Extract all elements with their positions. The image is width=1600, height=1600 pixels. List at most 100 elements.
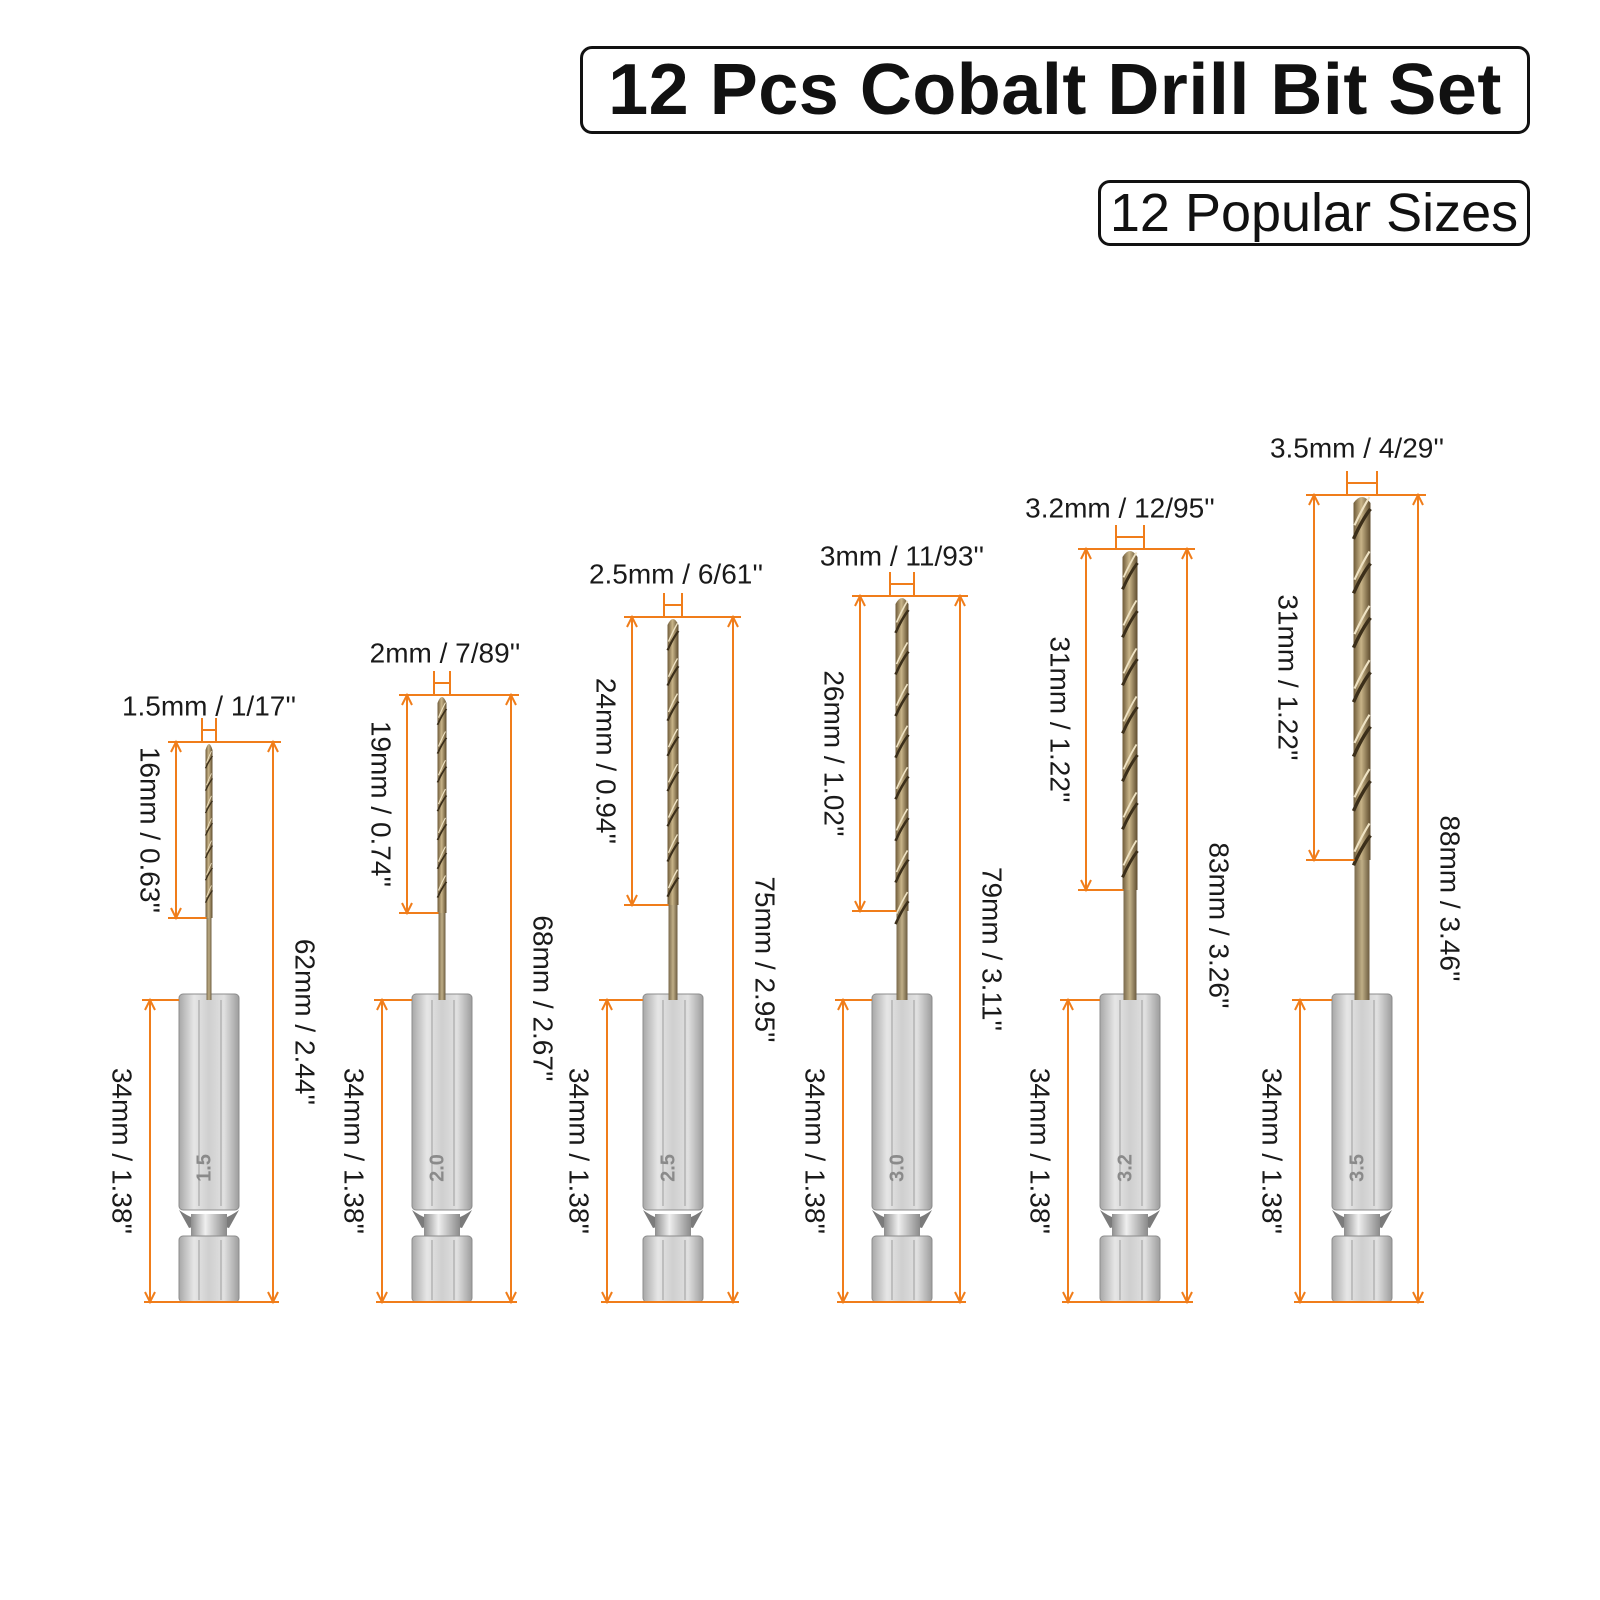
flute-helix (666, 806, 680, 827)
flute-highlight (1122, 647, 1138, 674)
flute-highlight (1122, 839, 1138, 866)
drill-bit-3-2: 3.23.2mm / 12/95''31mm / 1.22''34mm / 1.… (1025, 492, 1235, 1305)
flute-highlight (1353, 768, 1371, 798)
total-length-label: 68mm / 2.67'' (528, 915, 559, 1081)
flute-highlight (895, 808, 909, 831)
flute-dimension (170, 739, 182, 921)
drill-rod (206, 916, 212, 1000)
flute-helix (1351, 616, 1372, 649)
flute-highlight (1353, 822, 1371, 853)
hex-shank-end (1099, 1235, 1161, 1303)
flute-helix (1351, 779, 1372, 812)
shank-dimension (1294, 997, 1306, 1305)
flute-highlight (1122, 551, 1138, 578)
flute-highlight (206, 840, 212, 853)
flute-helix (1351, 834, 1372, 867)
flute-highlight (1353, 659, 1371, 689)
flute-highlight (437, 759, 446, 776)
flute-helix (1121, 802, 1139, 831)
flute-helix (436, 737, 448, 755)
flute-helix (894, 858, 910, 884)
total-dimension (505, 692, 517, 1305)
flute-helix (666, 630, 680, 651)
flute-length-label: 24mm / 0.94'' (591, 678, 622, 844)
flute-helix (1351, 507, 1372, 540)
flute-length-label: 19mm / 0.74'' (366, 721, 397, 887)
flute-highlight (895, 683, 909, 707)
flute-helix (204, 845, 214, 859)
flute-helix (894, 692, 910, 717)
drill-rod (1354, 858, 1370, 1000)
arrow-head-up (1412, 492, 1424, 506)
flute-highlight (1122, 743, 1138, 770)
flute-helix (436, 881, 448, 899)
product-title: 12 Pcs Cobalt Drill Bit Set (580, 46, 1530, 134)
flute-highlight (206, 862, 212, 875)
flute-helix (436, 766, 448, 783)
flute-helix (204, 867, 214, 881)
diameter-label: 2mm / 7/89'' (370, 637, 521, 668)
flute-highlight (206, 795, 212, 808)
arrow-head-down (1080, 879, 1092, 893)
arrow-head-up (1080, 546, 1092, 560)
flute-dimension (1080, 546, 1092, 893)
flute-highlight (667, 622, 679, 642)
flute-helix (894, 900, 910, 925)
flute-dimension (626, 614, 638, 908)
total-dimension (954, 593, 966, 1305)
shank-length-label: 34mm / 1.38'' (564, 1068, 595, 1234)
flute-highlight (206, 885, 212, 898)
diameter-label: 3.5mm / 4/29'' (1270, 432, 1444, 463)
flute-highlight (437, 817, 446, 834)
flute-highlight (667, 763, 679, 783)
arrow-head-down (170, 907, 182, 921)
total-dimension (1412, 492, 1424, 1305)
flute-helix (1121, 610, 1139, 639)
total-dimension (1181, 546, 1193, 1305)
total-length-label: 62mm / 2.44'' (290, 939, 321, 1105)
flute-helix (894, 817, 910, 842)
flute-highlight (437, 846, 446, 862)
flute-highlight (1353, 496, 1371, 526)
shank-length-label: 34mm / 1.38'' (800, 1068, 831, 1234)
flute-helix (204, 800, 214, 814)
size-marking: 3.0 (886, 1154, 908, 1182)
flute-helix (1121, 658, 1139, 687)
flute-length-label: 16mm / 0.63'' (135, 747, 166, 913)
hex-shank-end (871, 1235, 933, 1303)
total-length-label: 79mm / 3.11'' (977, 867, 1008, 1031)
diameter-label: 3.2mm / 12/95'' (1025, 492, 1215, 523)
flute-highlight (1122, 791, 1138, 818)
shank-length-label: 34mm / 1.38'' (107, 1068, 138, 1234)
flute-helix (666, 771, 680, 792)
shank-length-label: 34mm / 1.38'' (1257, 1068, 1288, 1234)
drill-bit-2-5: 2.52.5mm / 6/61''24mm / 0.94''34mm / 1.3… (564, 558, 781, 1305)
flute-highlight (667, 658, 679, 678)
flute-helix (894, 609, 910, 634)
flute-helix (1121, 562, 1139, 591)
shank-dimension (601, 997, 613, 1305)
drill-bit-3-5: 3.53.5mm / 4/29''31mm / 1.22''34mm / 1.3… (1257, 432, 1466, 1305)
flute-helix (894, 775, 910, 800)
flute-length-label: 26mm / 1.02'' (819, 670, 850, 836)
flute-highlight (667, 869, 679, 889)
flute-highlight (895, 891, 909, 915)
shank-dimension (1062, 997, 1074, 1305)
arrow-head-up (1181, 546, 1193, 560)
flute-dimension (401, 692, 413, 916)
flute-highlight (1122, 695, 1138, 722)
flute-helix (666, 700, 680, 722)
flute-highlight (895, 600, 909, 623)
fluted-section (667, 619, 679, 905)
flute-helix (1351, 671, 1372, 703)
flute-highlight (1353, 550, 1371, 581)
hex-shank-end (1331, 1235, 1393, 1303)
fluted-section (437, 697, 447, 913)
flute-highlight (437, 875, 446, 891)
total-dimension (267, 739, 279, 1305)
arrow-head-up (376, 997, 388, 1011)
flute-helix (436, 794, 448, 812)
size-marking: 2.5 (657, 1154, 679, 1182)
flute-helix (1121, 706, 1139, 735)
